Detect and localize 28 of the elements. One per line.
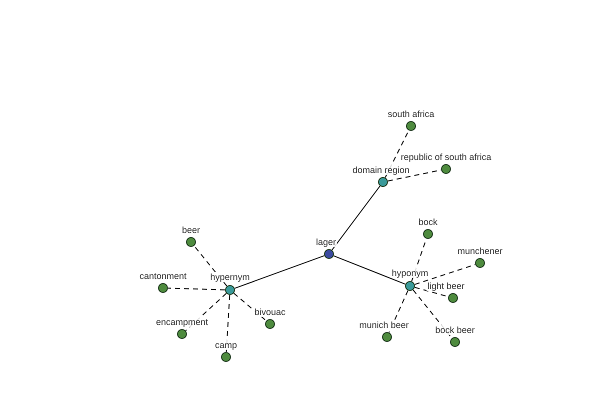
node-label: lager: [315, 237, 337, 247]
node-label: cantonment: [138, 271, 188, 281]
node-label: hyponym: [390, 268, 430, 278]
connector-line: [194, 245, 228, 287]
connector-line: [332, 186, 380, 250]
node-label: light beer: [426, 281, 466, 291]
connector-line: [412, 289, 452, 339]
node-label: bock: [418, 217, 438, 227]
node-label: domain region: [351, 165, 411, 175]
node-label: republic of south africa: [400, 152, 492, 162]
connector-line: [185, 292, 227, 332]
connector-line: [384, 130, 410, 178]
connector-line: [233, 292, 267, 322]
connector-line: [333, 255, 406, 285]
node-label: bivouac: [253, 307, 287, 317]
connector-line: [226, 294, 230, 352]
node-label: munich beer: [358, 320, 410, 330]
node-label: bock beer: [434, 325, 476, 335]
node-label: hypernym: [209, 272, 251, 282]
node-label: beer: [181, 225, 201, 235]
connector-line: [414, 264, 476, 285]
node-label: munchener: [456, 246, 504, 256]
connector-line: [168, 288, 226, 290]
node-label: south africa: [386, 109, 436, 119]
node-label: camp: [214, 340, 238, 350]
node-label: encampment: [154, 317, 210, 327]
connector-line: [388, 290, 408, 333]
connector-line: [234, 255, 325, 289]
